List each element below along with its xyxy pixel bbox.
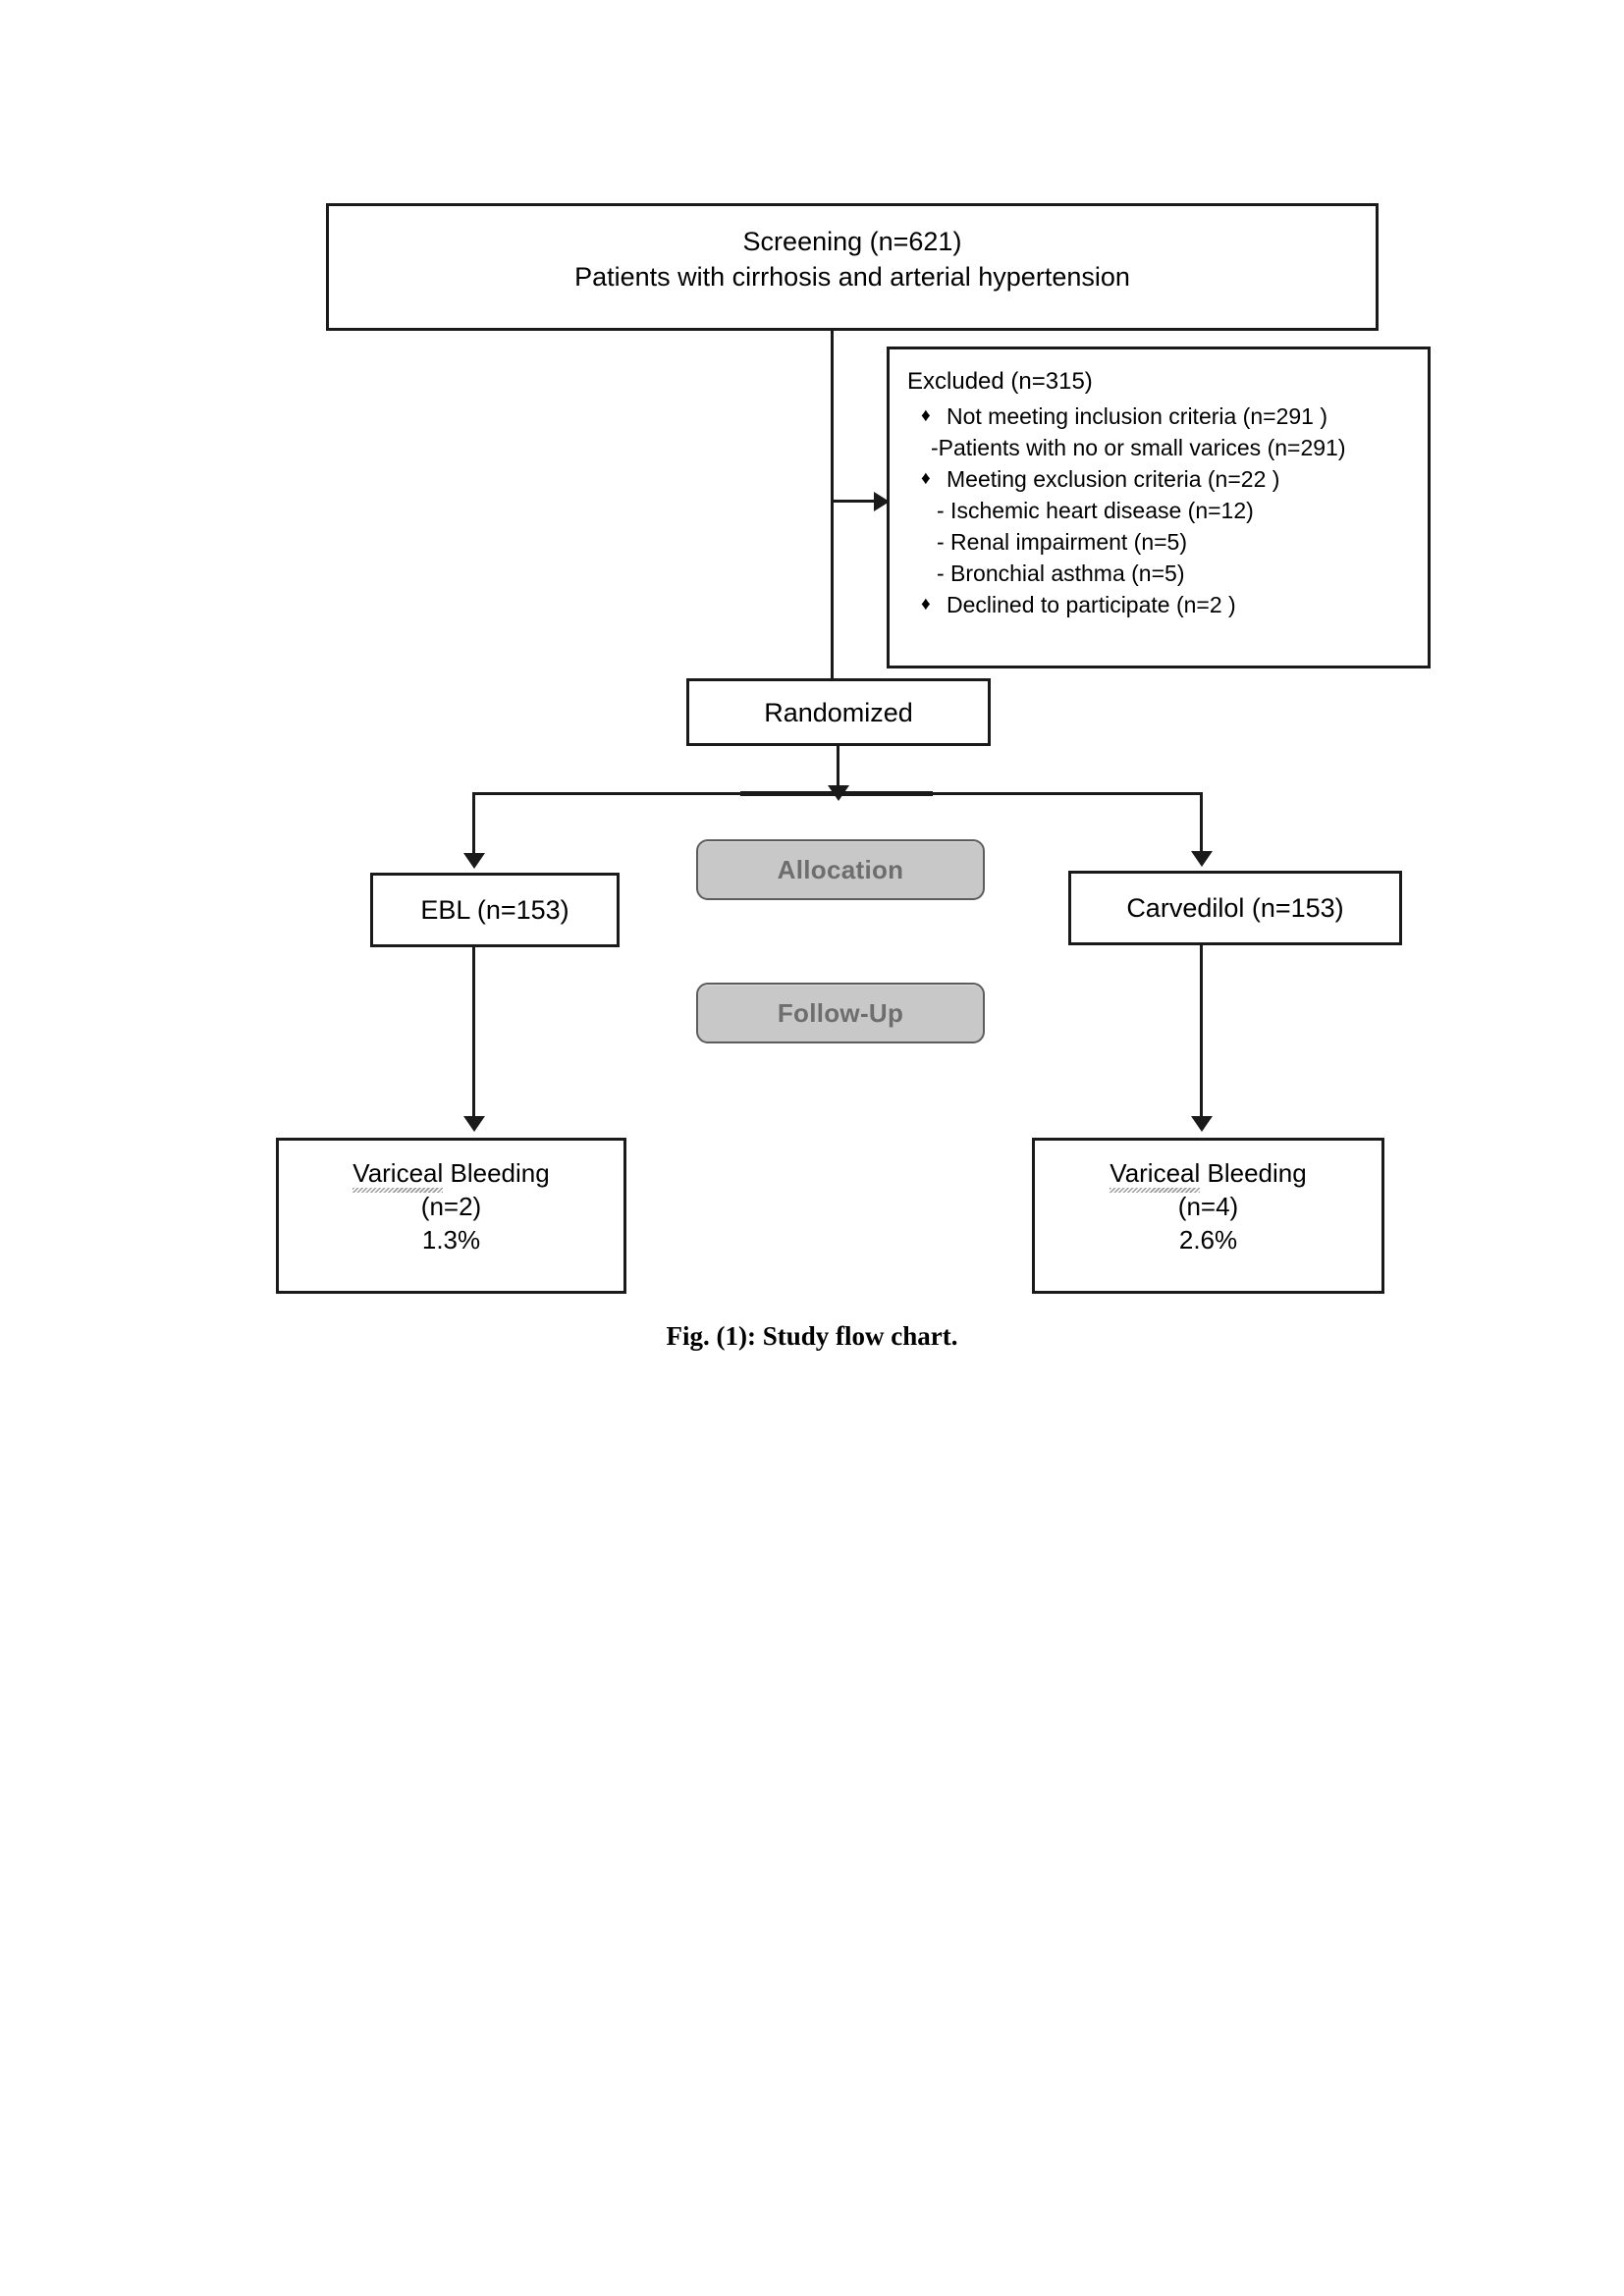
arm-carvedilol-label: Carvedilol (n=153) (1126, 893, 1344, 923)
arm-ebl-node: EBL (n=153) (370, 873, 620, 947)
randomized-node: Randomized (686, 678, 991, 746)
excluded-reason-item: ♦ Declined to participate (n=2 ) (907, 589, 1345, 620)
stage-badge-allocation: Allocation (696, 839, 985, 900)
excluded-reason-text: - Bronchial asthma (n=5) (937, 561, 1185, 586)
outcome-carvedilol-node: Variceal Bleeding (n=4) 2.6% (1032, 1138, 1384, 1294)
outcome-ebl-percent: 1.3% (421, 1225, 481, 1255)
excluded-reason-item: ♦ Not meeting inclusion criteria (n=291 ) (907, 400, 1345, 432)
outcome-ebl-line-1-rest: Bleeding (443, 1158, 550, 1188)
screening-line-1: Screening (n=621) (742, 227, 962, 256)
excluded-reason-item: - Bronchial asthma (n=5) (907, 558, 1345, 589)
diamond-bullet-icon: ♦ (921, 594, 931, 614)
arm-carvedilol-node: Carvedilol (n=153) (1068, 871, 1402, 945)
arrowhead-to-carvedilol (1191, 851, 1213, 867)
stage-badge-follow-up: Follow-Up (696, 983, 985, 1043)
connector-carvedilol-to-outcome (1200, 945, 1203, 1120)
arm-ebl-label: EBL (n=153) (420, 895, 569, 925)
diamond-bullet-icon: ♦ (921, 405, 931, 426)
excluded-reason-item: - Renal impairment (n=5) (907, 526, 1345, 558)
connector-split-to-ebl (472, 792, 475, 857)
excluded-reason-text: Declined to participate (n=2 ) (947, 592, 1236, 617)
screening-node: Screening (n=621) Patients with cirrhosi… (326, 203, 1379, 331)
excluded-reason-text: - Ischemic heart disease (n=12) (937, 498, 1254, 523)
randomized-label: Randomized (764, 697, 913, 727)
outcome-ebl-node: Variceal Bleeding (n=2) 1.3% (276, 1138, 626, 1294)
excluded-reason-item: -Patients with no or small varices (n=29… (907, 432, 1345, 463)
connector-ebl-to-outcome (472, 947, 475, 1120)
figure-caption: Fig. (1): Study flow chart. (666, 1321, 958, 1351)
split-bar (472, 792, 1203, 795)
outcome-carvedilol-percent: 2.6% (1178, 1225, 1238, 1255)
arrowhead-ebl-outcome (463, 1116, 485, 1132)
outcome-ebl-line-1: Variceal Bleeding (352, 1156, 550, 1193)
outcome-carvedilol-line-1-rest: Bleeding (1200, 1158, 1307, 1188)
outcome-carvedilol-line-1: Variceal Bleeding (1110, 1156, 1307, 1193)
connector-screening-to-randomized (831, 331, 834, 680)
screening-line-2: Patients with cirrhosis and arterial hyp… (574, 262, 1130, 292)
connector-randomized-down (837, 746, 839, 793)
arrowhead-to-ebl (463, 853, 485, 869)
excluded-title: Excluded (n=315) (907, 368, 1093, 395)
excluded-reason-text: -Patients with no or small varices (n=29… (931, 435, 1346, 460)
arrowhead-carvedilol-outcome (1191, 1116, 1213, 1132)
misspelled-word-variceal: Variceal (1110, 1158, 1201, 1193)
excluded-reason-text: - Renal impairment (n=5) (937, 529, 1188, 555)
excluded-reason-text: Not meeting inclusion criteria (n=291 ) (947, 403, 1327, 429)
connector-split-to-carvedilol (1200, 792, 1203, 855)
misspelled-word-variceal: Variceal (352, 1158, 444, 1193)
arrowhead-to-excluded (874, 492, 890, 511)
excluded-reason-text: Meeting exclusion criteria (n=22 ) (947, 466, 1280, 492)
connector-screening-to-excluded (831, 500, 876, 503)
outcome-ebl-count: (n=2) (420, 1192, 482, 1221)
excluded-reason-item: ♦ Meeting exclusion criteria (n=22 ) (907, 463, 1345, 495)
excluded-reason-list: ♦ Not meeting inclusion criteria (n=291 )… (907, 400, 1345, 620)
diamond-bullet-icon: ♦ (921, 468, 931, 489)
excluded-node: Excluded (n=315) ♦ Not meeting inclusion … (887, 347, 1431, 668)
outcome-carvedilol-count: (n=4) (1177, 1192, 1239, 1221)
excluded-reason-item: - Ischemic heart disease (n=12) (907, 495, 1345, 526)
